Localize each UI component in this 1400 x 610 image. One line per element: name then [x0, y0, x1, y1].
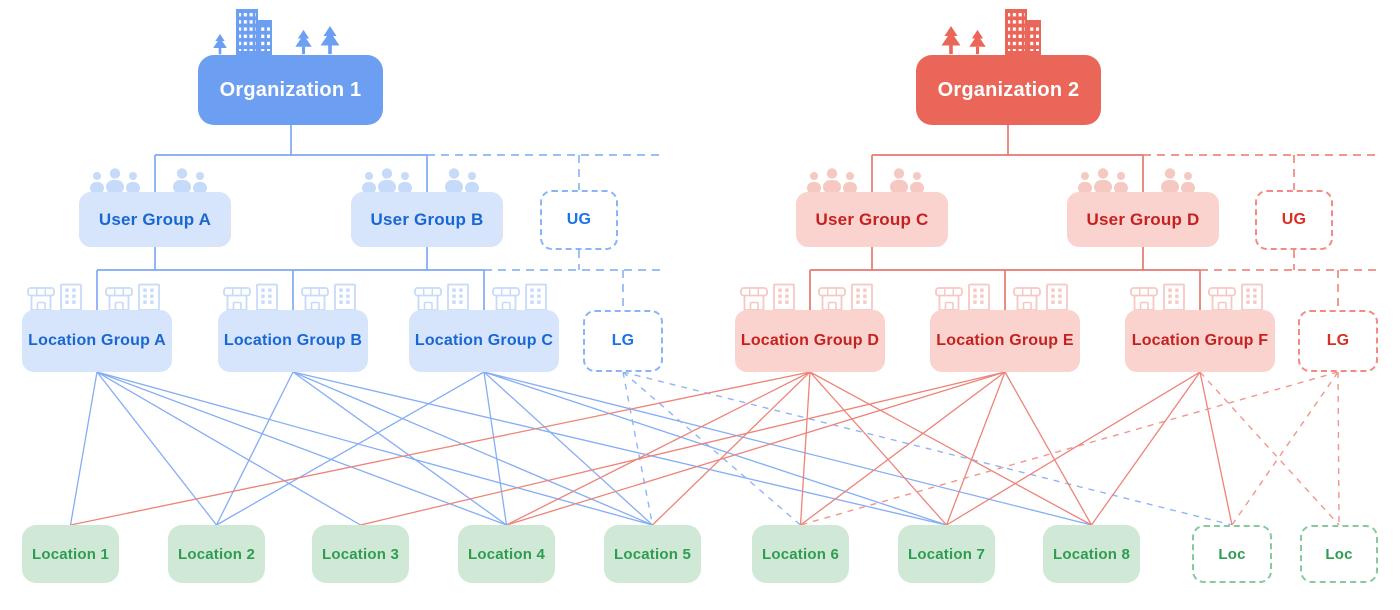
node-location-group-e: Location Group E [930, 310, 1080, 372]
node-location-group-c: Location Group C [409, 310, 559, 372]
node-user-group-d: User Group D [1067, 192, 1219, 247]
node-location-1: Location 1 [22, 525, 119, 583]
node-organization-2: Organization 2 [916, 55, 1101, 125]
node-user-group-b: User Group B [351, 192, 503, 247]
node-location-group-b: Location Group B [218, 310, 368, 372]
org1-city-icon [212, 9, 341, 55]
node-location-7: Location 7 [898, 525, 995, 583]
node-user-group-c: User Group C [796, 192, 948, 247]
node-user-group-a: User Group A [79, 192, 231, 247]
node-location-group-f: Location Group F [1125, 310, 1275, 372]
node-location-6: Location 6 [752, 525, 849, 583]
node-organization-1: Organization 1 [198, 55, 383, 125]
node-location-group-d: Location Group D [735, 310, 885, 372]
node-location-2: Location 2 [168, 525, 265, 583]
node-user-group-placeholder-blue: UG [540, 190, 618, 250]
node-location-3: Location 3 [312, 525, 409, 583]
node-location-placeholder-2: Loc [1300, 525, 1378, 583]
node-location-group-placeholder-blue: LG [583, 310, 663, 372]
node-location-4: Location 4 [458, 525, 555, 583]
node-location-group-placeholder-red: LG [1298, 310, 1378, 372]
node-user-group-placeholder-red: UG [1255, 190, 1333, 250]
node-location-8: Location 8 [1043, 525, 1140, 583]
node-location-placeholder-1: Loc [1192, 525, 1272, 583]
node-location-5: Location 5 [604, 525, 701, 583]
node-location-group-a: Location Group A [22, 310, 172, 372]
org2-city-icon [940, 9, 1043, 55]
